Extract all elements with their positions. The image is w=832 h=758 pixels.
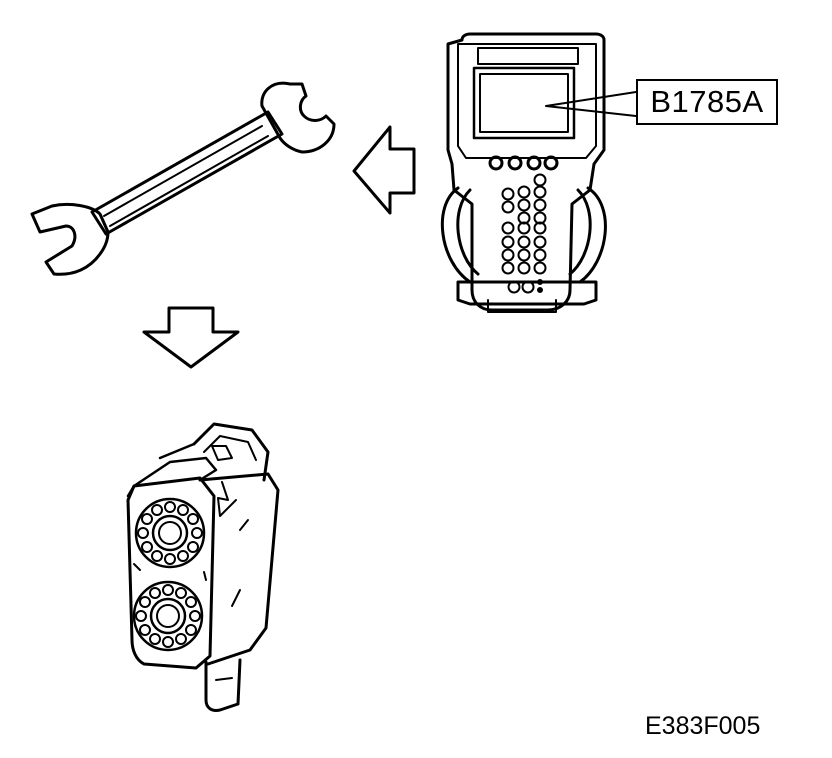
arrow-down-icon: [142, 306, 240, 369]
arrow-left-icon: [352, 125, 416, 215]
connector-module-icon: [126, 422, 280, 712]
figure-id: E383F005: [645, 712, 761, 740]
wrench-icon: [30, 81, 336, 276]
callout-label: B1785A: [650, 84, 764, 119]
callout-leader: [545, 91, 637, 117]
callout-label-box: B1785A: [636, 79, 778, 125]
scan-tool-icon: [440, 32, 607, 313]
